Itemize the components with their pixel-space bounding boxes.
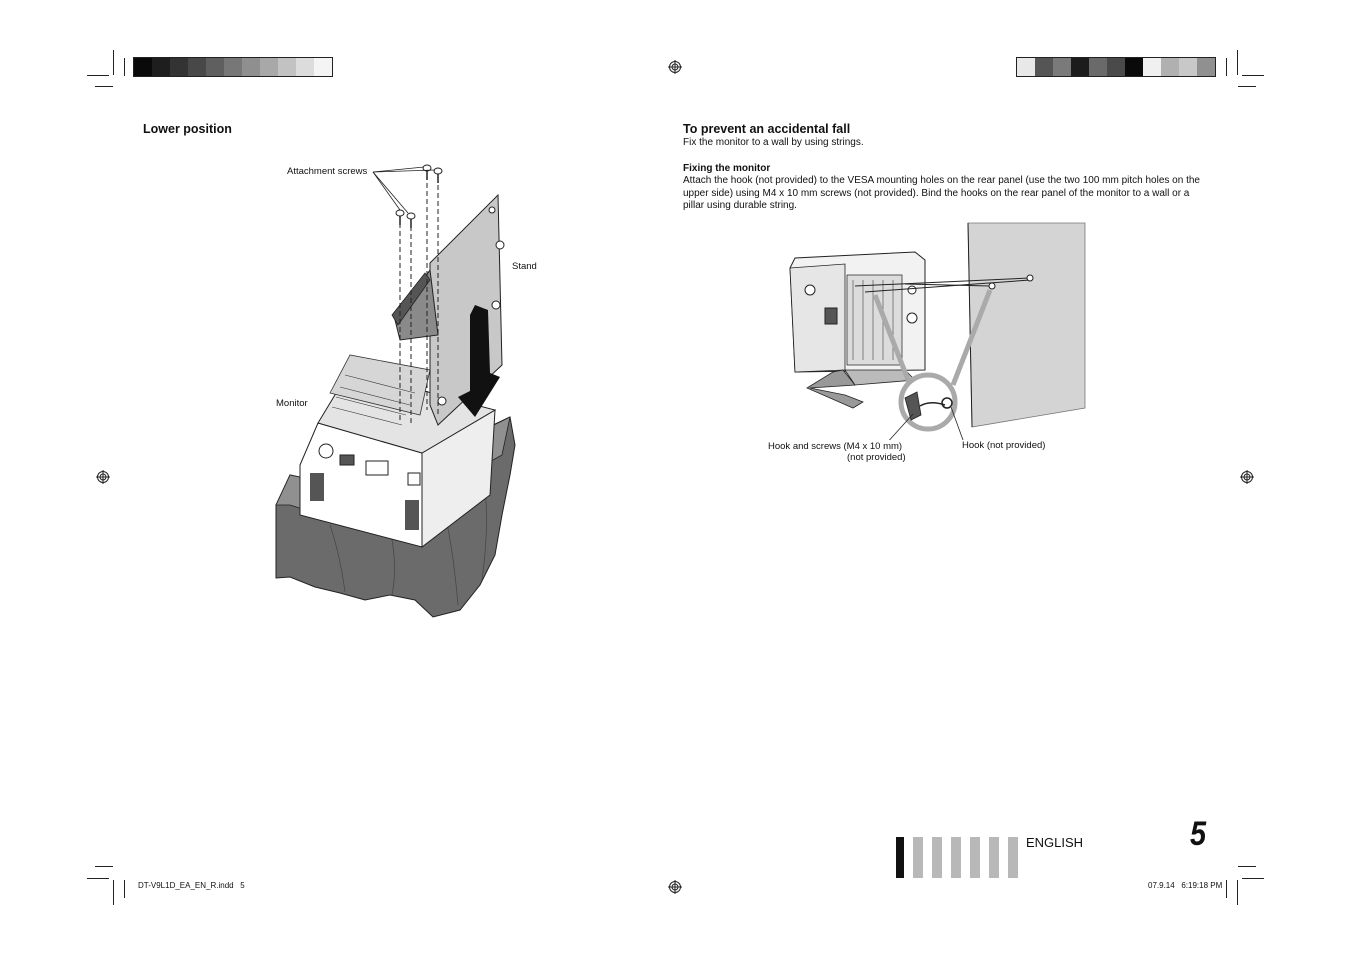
crop-mark — [1242, 75, 1264, 76]
color-swatch — [1125, 58, 1143, 76]
crop-mark — [113, 50, 114, 75]
registration-mark-icon — [1240, 470, 1254, 484]
color-swatch — [1161, 58, 1179, 76]
crop-mark — [1238, 866, 1256, 867]
footer-timestamp: 07.9.14 6:19:18 PM — [1148, 881, 1223, 890]
label-hook-and-screws: Hook and screws (M4 x 10 mm) — [768, 441, 903, 452]
stand-attachment-illustration — [275, 164, 516, 618]
color-calibration-bar-left — [133, 57, 333, 77]
color-swatch — [1071, 58, 1089, 76]
label-stand: Stand — [512, 261, 537, 272]
label-monitor: Monitor — [276, 398, 308, 409]
crop-mark — [1237, 880, 1238, 905]
color-calibration-bar-right — [1016, 57, 1216, 77]
label-hook: Hook (not provided) — [962, 440, 1046, 451]
crop-mark — [1242, 878, 1264, 879]
registration-mark-icon — [668, 880, 682, 894]
language-tab-bars — [896, 837, 1021, 878]
registration-mark-icon — [668, 60, 682, 74]
crop-mark — [1226, 880, 1227, 898]
color-swatch — [1143, 58, 1161, 76]
crop-mark — [124, 880, 125, 898]
color-swatch — [242, 58, 260, 76]
color-swatch — [296, 58, 314, 76]
color-swatch — [134, 58, 152, 76]
color-swatch — [188, 58, 206, 76]
page-number: 5 — [1190, 815, 1207, 853]
registration-mark-icon — [96, 470, 110, 484]
color-swatch — [260, 58, 278, 76]
crop-mark — [1226, 58, 1227, 76]
crop-mark — [87, 75, 109, 76]
crop-mark — [1238, 86, 1256, 87]
color-swatch — [224, 58, 242, 76]
section-heading-lower-position: Lower position — [143, 122, 232, 136]
color-swatch — [1179, 58, 1197, 76]
crop-mark — [124, 58, 125, 76]
color-swatch — [278, 58, 296, 76]
color-swatch — [1107, 58, 1125, 76]
section-subtext: Fix the monitor to a wall by using strin… — [683, 137, 864, 148]
color-swatch — [170, 58, 188, 76]
color-swatch — [152, 58, 170, 76]
color-swatch — [1197, 58, 1215, 76]
color-swatch — [314, 58, 332, 76]
subheading-fixing-monitor: Fixing the monitor — [683, 163, 771, 174]
color-swatch — [206, 58, 224, 76]
crop-mark — [95, 866, 113, 867]
color-swatch — [1089, 58, 1107, 76]
footer-filename: DT-V9L1D_EA_EN_R.indd 5 — [138, 881, 245, 890]
body-paragraph: Attach the hook (not provided) to the VE… — [683, 175, 1200, 212]
label-attachment-screws: Attachment screws — [287, 166, 368, 177]
crop-mark — [1237, 50, 1238, 75]
color-swatch — [1017, 58, 1035, 76]
crop-mark — [113, 880, 114, 905]
language-label: ENGLISH — [1026, 835, 1084, 850]
section-heading-prevent-fall: To prevent an accidental fall — [683, 122, 851, 136]
label-not-provided: (not provided) — [847, 452, 906, 463]
crop-mark — [87, 878, 109, 879]
color-swatch — [1053, 58, 1071, 76]
crop-mark — [95, 86, 113, 87]
color-swatch — [1035, 58, 1053, 76]
wall-fixing-illustration — [789, 222, 1086, 440]
